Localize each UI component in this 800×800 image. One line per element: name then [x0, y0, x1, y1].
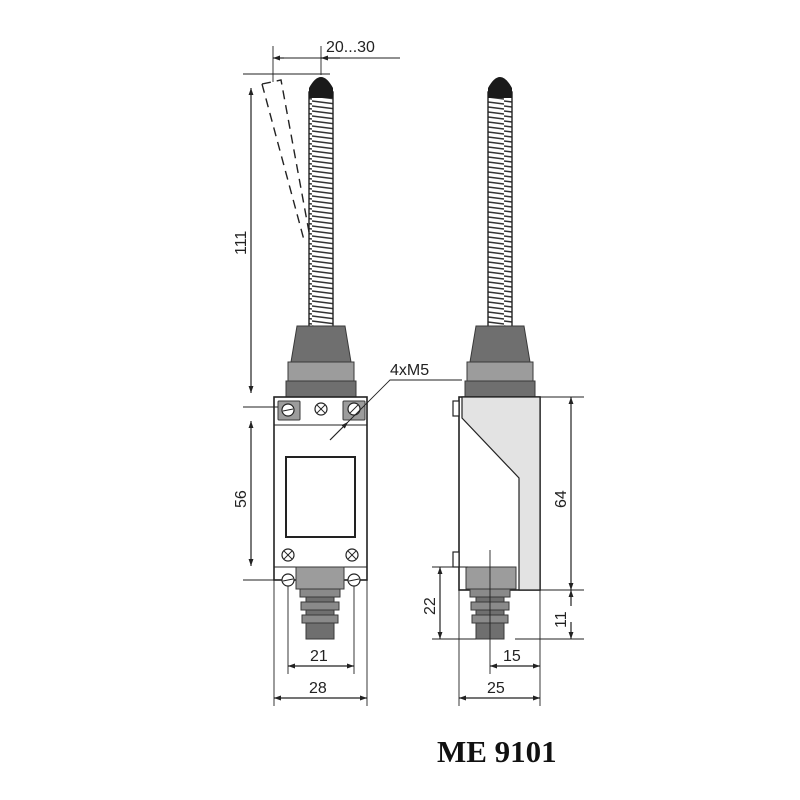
dim-side-width: 25 [487, 680, 505, 697]
side-tab-top [452, 400, 460, 417]
model-title: ME 9101 [437, 734, 557, 769]
side-head-base [464, 380, 536, 398]
side-head-top [469, 325, 531, 363]
side-bottom-flange [465, 566, 517, 590]
front-head-bottom [287, 361, 355, 382]
front-deflection-outline [261, 79, 310, 241]
dim-side-height: 64 [553, 490, 570, 508]
front-rod-cap [309, 77, 333, 98]
dim-plunger-height: 22 [422, 597, 439, 615]
front-spring-rod [308, 91, 334, 329]
dim-body-width: 28 [309, 680, 327, 697]
front-window [285, 456, 356, 538]
dim-body-height: 56 [233, 490, 250, 508]
dim-rod-length: 111 [233, 231, 250, 255]
dim-hole-spacing: 21 [310, 648, 328, 665]
front-head-top [290, 325, 352, 363]
front-plunger [299, 588, 341, 640]
front-screw-bottom-right [345, 548, 359, 562]
dim-mounting-holes: 4xM5 [390, 362, 429, 379]
front-mounting-hole-top-right [342, 400, 366, 421]
side-spring-rod [487, 91, 513, 329]
dim-deflection: 20...30 [326, 39, 375, 56]
dim-base-offset: 11 [553, 611, 570, 628]
side-dimensions: 64 11 22 15 25 [422, 396, 584, 706]
front-head-base [285, 380, 357, 398]
front-mounting-hole-top-left [277, 400, 301, 421]
front-mounting-hole-bottom-right [347, 573, 361, 587]
front-screw-top-middle [314, 402, 328, 416]
side-tab-bottom [452, 551, 460, 568]
front-screw-bottom-left [281, 548, 295, 562]
side-view [452, 77, 541, 640]
front-view [261, 77, 368, 640]
front-mounting-hole-bottom-left [281, 573, 295, 587]
side-head-bottom [466, 361, 534, 382]
front-bottom-flange [295, 566, 345, 590]
dim-plunger-offset: 15 [503, 648, 521, 665]
side-rod-cap [488, 77, 512, 98]
front-dimensions: 20...30 111 56 4xM5 21 28 [233, 39, 462, 706]
